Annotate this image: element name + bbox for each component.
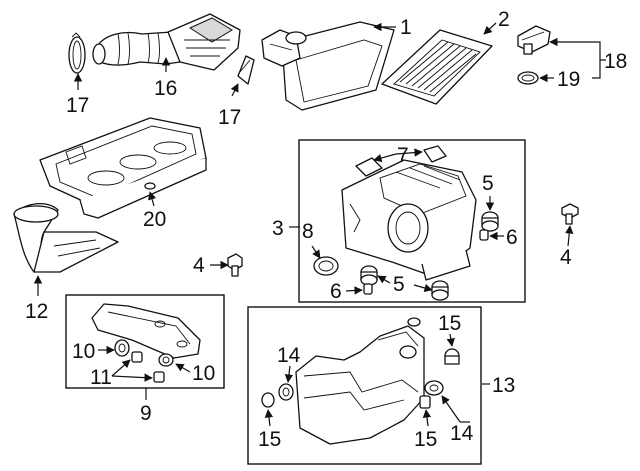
callout-12: 12 [25, 300, 48, 323]
mass-air-flow-sensor [517, 25, 551, 55]
callout-11: 11 [90, 366, 112, 389]
grommet-14-right [424, 380, 444, 396]
callout-1: 1 [400, 16, 412, 39]
engine-cover [39, 117, 207, 219]
callout-18: 18 [604, 50, 627, 73]
insulator-15-lower-right [419, 395, 431, 409]
callout-17-middle: 17 [218, 106, 241, 129]
grommet-5-lower-left [360, 265, 378, 286]
housing-assembly-frame [298, 139, 526, 303]
mounting-bracket [91, 303, 201, 359]
grommet-10-right [158, 353, 174, 367]
grommet-5-lower-right [431, 280, 449, 301]
callout-10-right: 10 [192, 362, 215, 385]
housing-bracket-clips [355, 145, 447, 177]
insulator-6-lower [363, 283, 373, 295]
callout-8: 8 [302, 220, 314, 243]
callout-14-right: 14 [450, 422, 474, 445]
air-filter-element [381, 29, 493, 105]
air-inlet-duct [13, 203, 119, 273]
intake-duct [92, 13, 241, 71]
grommet-8 [313, 256, 339, 276]
bolt-right [561, 203, 579, 225]
callout-10-left: 10 [72, 340, 95, 363]
grommet-14-left [278, 383, 294, 401]
sensor-o-ring [517, 71, 539, 85]
leader-lines [33, 22, 606, 427]
callout-5-upper: 5 [482, 172, 494, 195]
callout-17-left: 17 [66, 94, 89, 117]
callout-19: 19 [557, 68, 580, 91]
callout-5-lower: 5 [393, 273, 405, 296]
insulator-11-upper [131, 351, 143, 363]
callout-2: 2 [498, 8, 510, 31]
air-cleaner-cover [261, 21, 395, 111]
callout-4-right: 4 [560, 246, 572, 269]
callout-4-left: 4 [193, 254, 205, 277]
air-cleaner-housing [341, 159, 477, 281]
callout-7: 7 [397, 144, 409, 167]
grommet-5-upper [481, 211, 499, 232]
callout-15-left: 15 [258, 428, 281, 451]
callout-6-upper: 6 [506, 226, 518, 249]
bolt-left [227, 253, 243, 277]
callout-14-left: 14 [277, 344, 301, 367]
hose-clamp-left [68, 32, 86, 74]
callout-16: 16 [154, 77, 177, 100]
callout-labels: 1 2 17 16 17 18 19 20 7 3 8 5 6 4 4 5 6 … [25, 8, 627, 451]
callout-15-upper-right: 15 [438, 312, 461, 335]
insulator-15-left [261, 392, 275, 408]
resonator [295, 317, 425, 445]
resonator-assembly-frame [247, 306, 482, 465]
insulator-11-lower [153, 371, 165, 383]
insulator-6-upper [479, 229, 489, 241]
callout-13: 13 [492, 374, 515, 397]
hose-clamp-middle [237, 55, 255, 85]
grommet-10-left [114, 339, 130, 357]
callout-3: 3 [272, 217, 284, 240]
callout-6-lower: 6 [330, 280, 342, 303]
callout-20: 20 [143, 208, 166, 231]
callout-9: 9 [140, 402, 152, 425]
callout-15-lower-right: 15 [414, 428, 437, 451]
bracket-assembly-frame [65, 294, 225, 389]
grommet-15-upper-right [444, 348, 460, 365]
